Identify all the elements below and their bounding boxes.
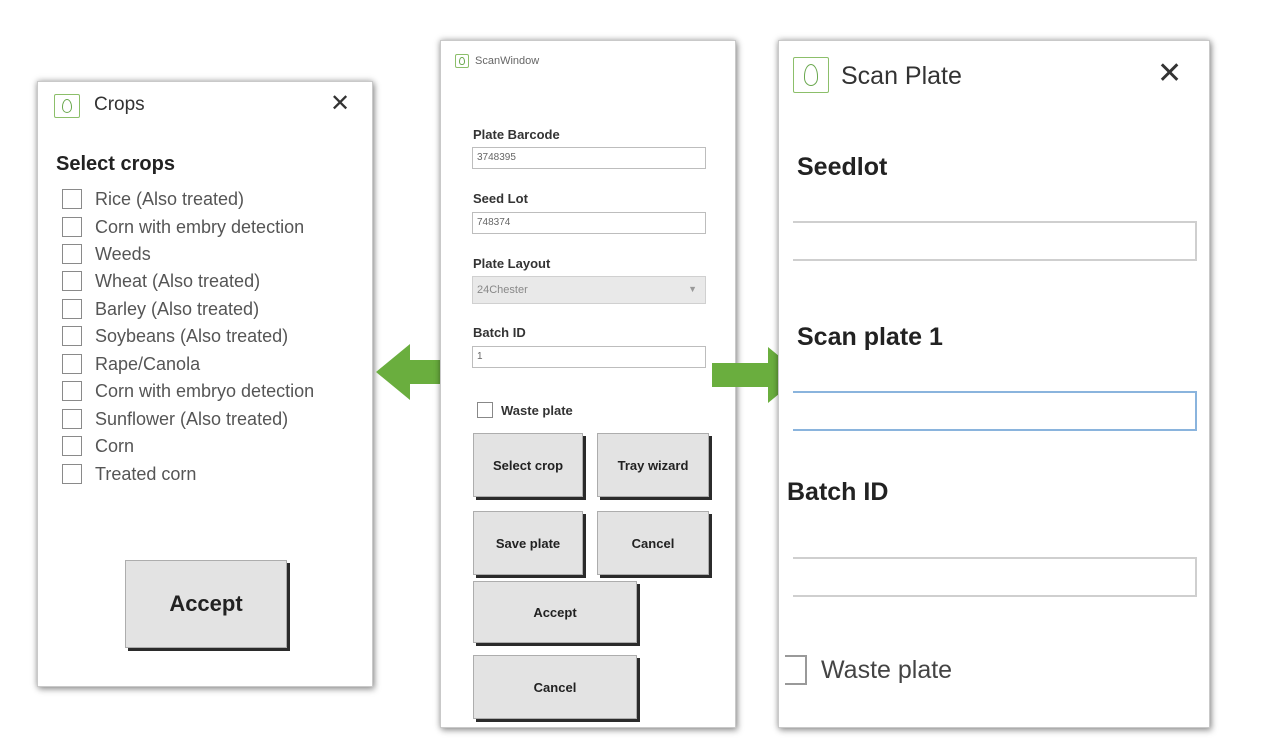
select-crops-heading: Select crops xyxy=(56,153,175,175)
crops-window: Crops ✕ Select crops Rice (Also treated)… xyxy=(37,81,373,687)
crop-option-wheat[interactable]: Wheat (Also treated) xyxy=(62,270,260,292)
crop-label: Corn with embry detection xyxy=(95,216,305,237)
scan-window-title: ScanWindow xyxy=(475,55,540,67)
batch-id-input[interactable]: 1 xyxy=(472,346,706,368)
tray-wizard-button[interactable]: Tray wizard xyxy=(597,433,709,497)
save-plate-button[interactable]: Save plate xyxy=(473,511,583,575)
crop-label: Sunflower (Also treated) xyxy=(95,408,289,429)
crop-label: Rice (Also treated) xyxy=(95,188,245,209)
seedlot-label: Seedlot xyxy=(797,153,888,181)
checkbox[interactable] xyxy=(62,326,82,346)
batch-id-input[interactable] xyxy=(793,557,1197,597)
scan-plate-window: Scan Plate ✕ Seedlot Scan plate 1 Batch … xyxy=(778,40,1210,728)
checkbox[interactable] xyxy=(62,381,82,401)
crop-option-sunflower[interactable]: Sunflower (Also treated) xyxy=(62,408,288,430)
crop-label: Corn xyxy=(95,435,135,456)
arrow-left-icon xyxy=(376,344,464,400)
crop-option-corn-embry[interactable]: Corn with embry detection xyxy=(62,216,304,238)
app-icon xyxy=(793,57,829,93)
select-crop-button[interactable]: Select crop xyxy=(473,433,583,497)
cancel-button[interactable]: Cancel xyxy=(473,655,637,719)
checkbox[interactable] xyxy=(62,244,82,264)
scan-plate-title: Scan Plate xyxy=(841,62,962,90)
scan-plate-1-label: Scan plate 1 xyxy=(797,323,943,351)
crop-label: Treated corn xyxy=(95,463,197,484)
checkbox[interactable] xyxy=(62,189,82,209)
waste-plate-checkbox-row[interactable]: Waste plate xyxy=(477,402,573,418)
checkbox[interactable] xyxy=(785,655,807,685)
seedlot-input[interactable] xyxy=(793,221,1197,261)
plate-barcode-label: Plate Barcode xyxy=(473,127,560,142)
crop-option-soybeans[interactable]: Soybeans (Also treated) xyxy=(62,325,288,347)
checkbox[interactable] xyxy=(62,354,82,374)
crop-label: Wheat (Also treated) xyxy=(95,270,261,291)
waste-plate-label: Waste plate xyxy=(821,655,953,684)
cancel-small-button[interactable]: Cancel xyxy=(597,511,709,575)
checkbox[interactable] xyxy=(62,464,82,484)
plate-barcode-input[interactable]: 3748395 xyxy=(472,147,706,169)
crop-option-barley[interactable]: Barley (Also treated) xyxy=(62,298,259,320)
crop-label: Rape/Canola xyxy=(95,353,201,374)
batch-id-label: Batch ID xyxy=(473,325,526,340)
accept-button[interactable]: Accept xyxy=(125,560,287,648)
checkbox[interactable] xyxy=(62,299,82,319)
crop-label: Corn with embryo detection xyxy=(95,380,315,401)
crop-label: Barley (Also treated) xyxy=(95,298,260,319)
scan-plate-1-input[interactable] xyxy=(793,391,1197,431)
plate-layout-select[interactable]: 24Chester ▼ xyxy=(472,276,706,304)
checkbox[interactable] xyxy=(62,217,82,237)
checkbox[interactable] xyxy=(62,271,82,291)
accept-button[interactable]: Accept xyxy=(473,581,637,643)
crop-option-corn-embryo[interactable]: Corn with embryo detection xyxy=(62,380,314,402)
crops-window-title: Crops xyxy=(94,94,145,115)
waste-plate-checkbox-row[interactable]: Waste plate xyxy=(785,655,952,685)
seed-lot-label: Seed Lot xyxy=(473,191,528,206)
close-icon[interactable]: ✕ xyxy=(1157,57,1183,90)
crop-option-rice[interactable]: Rice (Also treated) xyxy=(62,188,244,210)
crop-option-weeds[interactable]: Weeds xyxy=(62,243,151,265)
crop-option-corn[interactable]: Corn xyxy=(62,435,134,457)
plate-layout-value: 24Chester xyxy=(477,284,528,296)
app-icon xyxy=(455,54,469,68)
checkbox[interactable] xyxy=(62,409,82,429)
crop-label: Weeds xyxy=(95,243,151,264)
chevron-down-icon: ▼ xyxy=(688,284,697,294)
waste-plate-label: Waste plate xyxy=(501,402,573,418)
crop-label: Soybeans (Also treated) xyxy=(95,325,289,346)
scan-window: ScanWindow Plate Barcode 3748395 Seed Lo… xyxy=(440,40,736,728)
plate-layout-label: Plate Layout xyxy=(473,256,551,271)
seed-lot-input[interactable]: 748374 xyxy=(472,212,706,234)
batch-id-label: Batch ID xyxy=(787,478,889,506)
crop-option-rape-canola[interactable]: Rape/Canola xyxy=(62,353,200,375)
checkbox[interactable] xyxy=(477,402,493,418)
checkbox[interactable] xyxy=(62,436,82,456)
app-icon xyxy=(54,94,80,118)
crop-option-treated-corn[interactable]: Treated corn xyxy=(62,463,196,485)
close-icon[interactable]: ✕ xyxy=(330,90,351,117)
